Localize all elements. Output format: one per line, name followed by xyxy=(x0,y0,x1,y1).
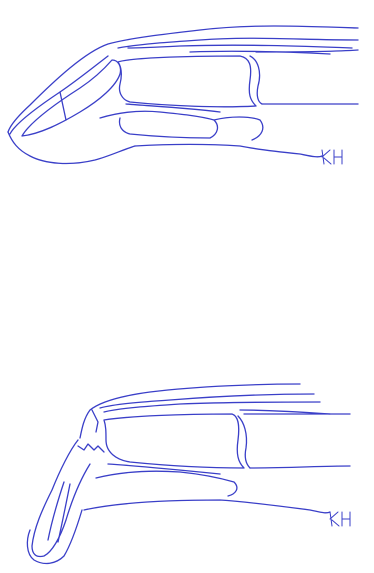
middle-phalanx xyxy=(118,56,256,107)
proximal-phalanx-lower xyxy=(250,466,350,468)
proximal-phalanx xyxy=(256,50,358,52)
signature-bottom xyxy=(330,512,350,526)
middle-phalanx xyxy=(104,414,244,468)
extensor-tendon-line xyxy=(104,402,320,412)
finger-sketch-bottom xyxy=(0,360,374,573)
pip-joint xyxy=(250,56,262,104)
finger-drawing-bottom xyxy=(0,360,374,573)
volar-pad-proximal xyxy=(214,117,263,140)
fracture-line xyxy=(78,444,104,452)
distal-phalanx-bent xyxy=(32,440,90,557)
finger-outline-top xyxy=(8,26,358,163)
volar-skin xyxy=(84,500,330,513)
distal-phalanx-inner xyxy=(60,92,66,120)
volar-pad xyxy=(96,471,237,496)
nail-line xyxy=(10,56,108,134)
extensor-tendon-line xyxy=(128,45,352,48)
fingertip-outline xyxy=(8,132,135,163)
dorsal-skin-line xyxy=(8,26,358,132)
finger-outline-bottom xyxy=(27,384,350,563)
volar-pad-distal xyxy=(100,111,217,138)
dorsal-skin-line-2 xyxy=(100,394,314,408)
signature-top xyxy=(322,150,342,164)
tendon-stump xyxy=(92,410,98,432)
volar-skin xyxy=(135,145,322,157)
finger-drawing-top xyxy=(0,0,374,230)
finger-sketch-top xyxy=(0,0,374,230)
